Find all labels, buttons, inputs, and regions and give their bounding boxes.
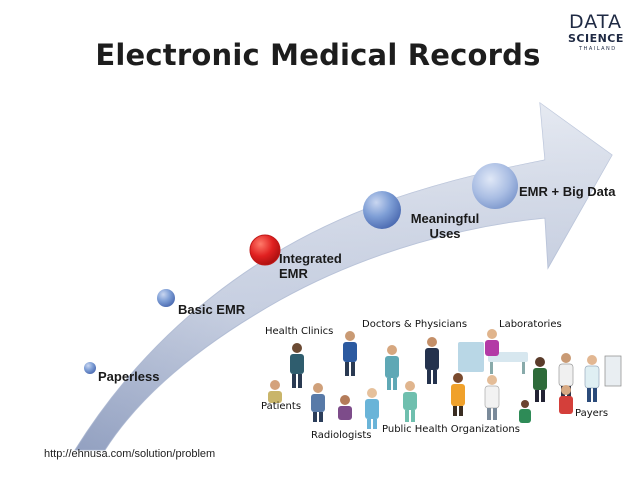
logo-line-3: THAILAND: [579, 46, 617, 52]
stage-label-paperless: Paperless: [98, 369, 160, 384]
stage-label-integrated-emr: Integrated EMR: [279, 251, 342, 281]
stage-circle-integrated-emr: [249, 234, 281, 266]
label-health-clinics: Health Clinics: [265, 326, 334, 337]
stage-circle-meaningful-uses: [363, 191, 401, 229]
stage-circle-basic-emr: [157, 289, 175, 307]
stage-circle-paperless: [84, 362, 96, 374]
stage-circle-emr-big-data: [472, 163, 518, 209]
logo-line-2: SCIENCE: [568, 32, 624, 45]
label-payers: Payers: [575, 408, 609, 419]
stakeholder-illustration: [268, 329, 622, 429]
stage-label-meaningful-uses: Meaningful Uses: [410, 211, 480, 241]
label-laboratories: Laboratories: [499, 319, 562, 330]
data-science-thailand-logo: DATA SCIENCE THAILAND: [555, 8, 635, 58]
stage-label-emr-big-data: EMR + Big Data: [519, 184, 616, 199]
logo-line-1: DATA: [569, 11, 622, 33]
source-url: http://ehnusa.com/solution/problem: [44, 448, 216, 460]
stage-label-basic-emr: Basic EMR: [178, 302, 246, 317]
label-radiologists: Radiologists: [311, 430, 372, 441]
label-public-health: Public Health Organizations: [382, 424, 520, 435]
label-patients: Patients: [261, 401, 302, 412]
page-title: Electronic Medical Records: [95, 38, 541, 72]
label-doctors-physicians: Doctors & Physicians: [362, 319, 468, 330]
